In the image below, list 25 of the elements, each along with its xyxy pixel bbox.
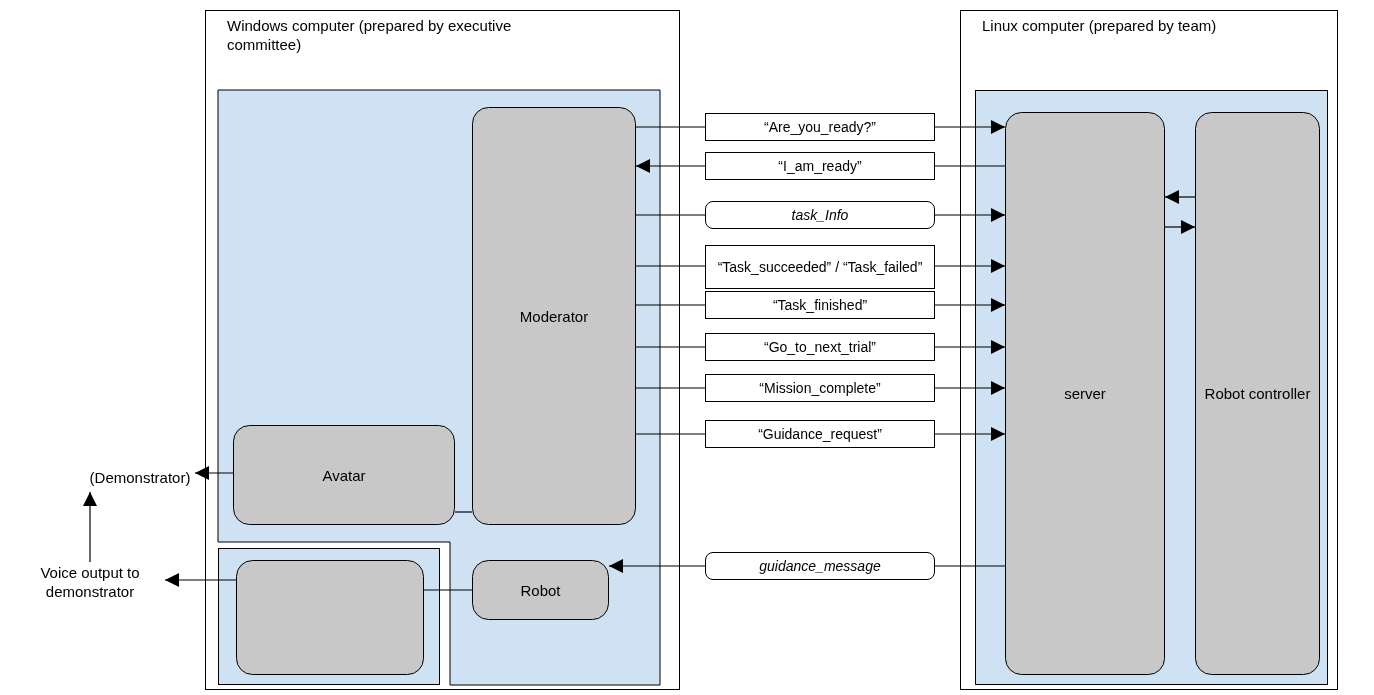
message-label: “Mission_complete” <box>705 374 935 402</box>
message-label: “I_am_ready” <box>705 152 935 180</box>
arrow <box>194 466 234 480</box>
box-label: server <box>1064 384 1106 403</box>
message-label: task_Info <box>705 201 935 229</box>
arrow <box>164 573 237 587</box>
message-label: “Go_to_next_trial” <box>705 333 935 361</box>
box-label: Robot controller <box>1204 384 1311 403</box>
device-label: (Demonstrator) <box>89 467 191 487</box>
box-label: Avatar <box>322 465 366 485</box>
message-label: “Guidance_request” <box>705 420 935 448</box>
message-label: guidance_message <box>705 552 935 580</box>
message-label: “Task_finished” <box>705 291 935 319</box>
connector-line <box>454 511 473 513</box>
box-label: Robot <box>520 580 561 600</box>
arrow <box>1164 220 1196 234</box>
connector-line <box>423 589 473 591</box>
message-label: “Are_you_ready?” <box>705 113 935 141</box>
panel-title: Linux computer (prepared by team) <box>982 17 1217 34</box>
device-label: Voice output to demonstrator <box>39 563 141 601</box>
arrow <box>1164 190 1196 204</box>
arrow <box>83 491 97 563</box>
box-label: Moderator <box>519 306 589 326</box>
message-label: “Task_succeeded” / “Task_failed” <box>705 245 935 289</box>
panel-title: Windows computer (prepared by executive committee) <box>227 17 512 53</box>
